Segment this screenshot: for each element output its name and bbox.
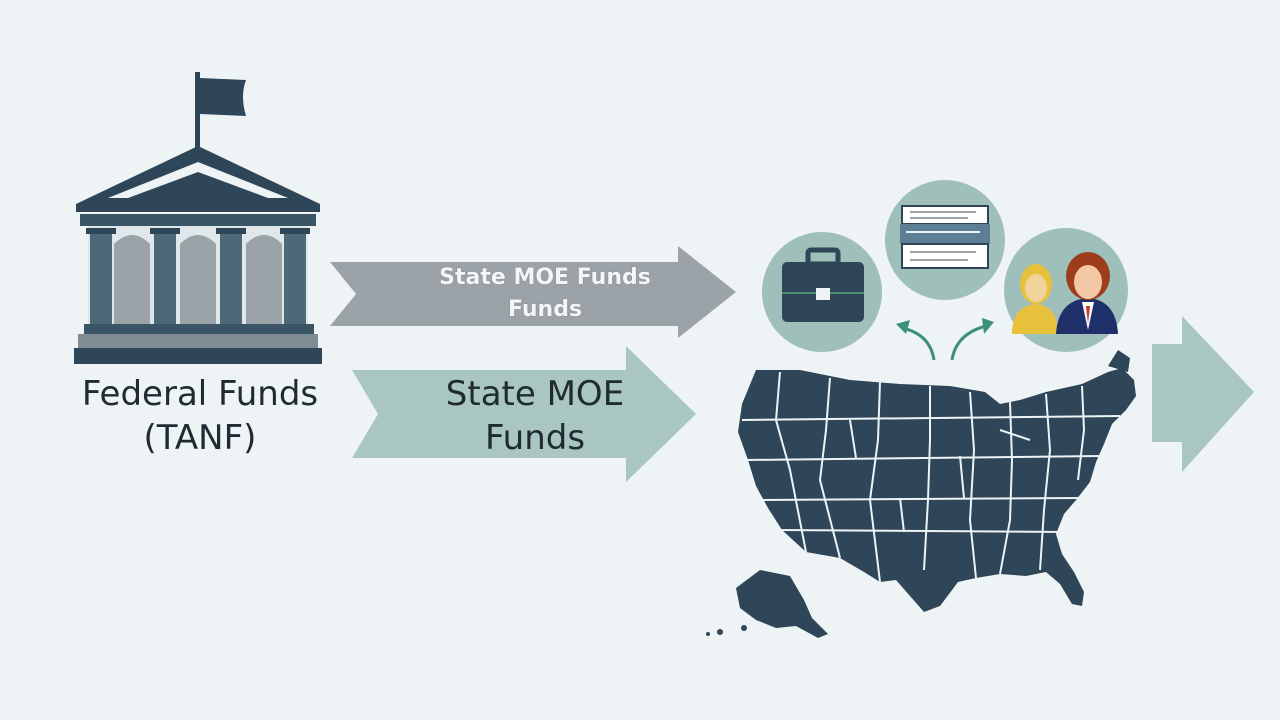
- state-moe-bottom-label-line2: Funds: [484, 418, 586, 458]
- curved-arrows: [896, 318, 994, 361]
- documents-icon: [900, 205, 990, 269]
- briefcase-circle: [762, 232, 882, 352]
- state-moe-arrow-top: [330, 246, 736, 338]
- state-moe-bottom-label: State MOE Funds: [400, 372, 670, 460]
- state-moe-top-label: State MOE Funds Funds: [420, 262, 670, 326]
- federal-funds-label-line1: Federal Funds: [81, 374, 319, 414]
- federal-funds-label-line2: (TANF): [143, 418, 257, 458]
- documents-circle: [885, 180, 1005, 300]
- capitol-building-icon: [74, 72, 322, 364]
- state-moe-top-label-line1: State MOE Funds: [439, 265, 651, 290]
- people-circle: [1004, 228, 1128, 352]
- state-moe-arrow-bottom: [352, 346, 696, 482]
- outflow-arrow: [1152, 316, 1254, 472]
- state-borders: [741, 371, 1121, 583]
- people-icon: [1012, 252, 1118, 334]
- flag-icon: [195, 72, 246, 148]
- briefcase-icon: [782, 247, 864, 322]
- federal-funds-label: Federal Funds (TANF): [40, 372, 360, 460]
- state-moe-top-label-line2: Funds: [507, 297, 583, 322]
- us-map-icon: [706, 350, 1136, 638]
- state-moe-bottom-label-line1: State MOE: [445, 374, 625, 414]
